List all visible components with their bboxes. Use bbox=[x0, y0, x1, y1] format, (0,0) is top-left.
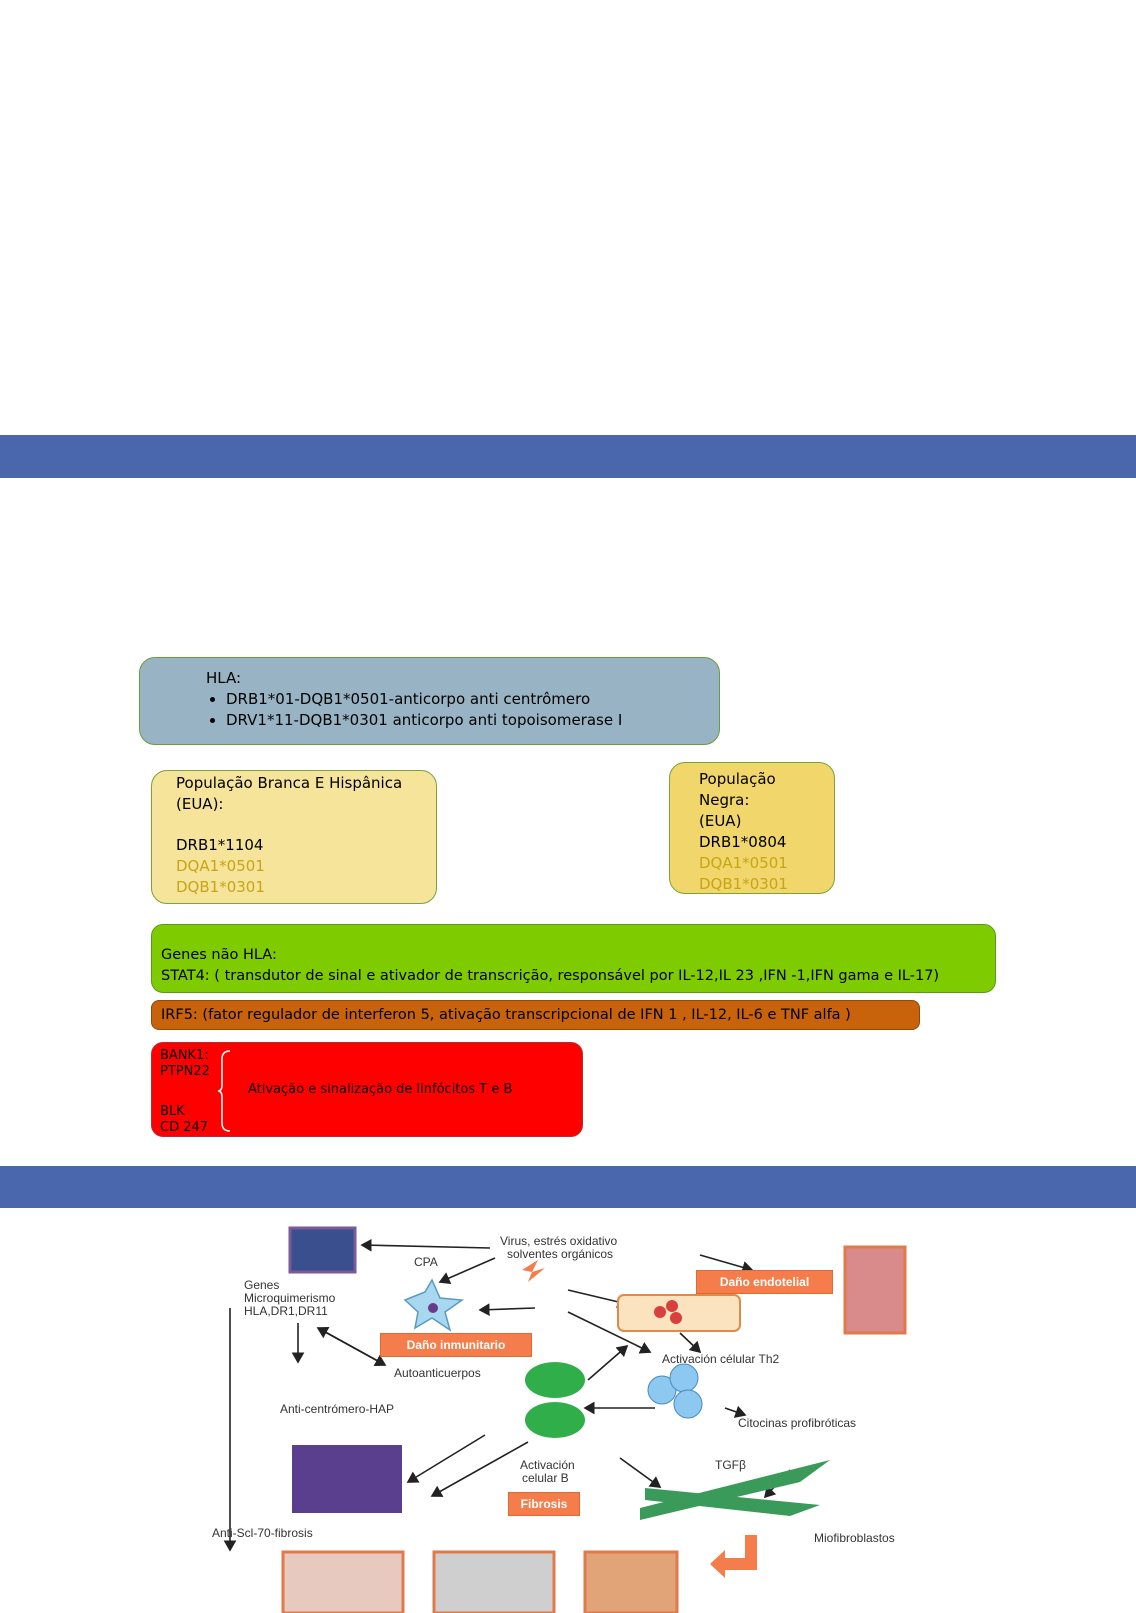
anti-scl70-label: Anti-Scl-70-fibrosis bbox=[212, 1526, 313, 1540]
hla-bullet-2: DRV1*11-DQB1*0301 anticorpo anti topoiso… bbox=[226, 710, 719, 731]
white-pop-allele-drb1: DRB1*1104 bbox=[176, 835, 436, 856]
tissue-image-right bbox=[845, 1247, 905, 1333]
cpa-label: CPA bbox=[414, 1255, 438, 1269]
tgf-label: TGFβ bbox=[715, 1458, 746, 1472]
anti-centromero-label: Anti-centrómero-HAP bbox=[280, 1402, 394, 1416]
purple-tissue-image bbox=[292, 1445, 402, 1513]
irf5-text: IRF5: (fator regulador de interferon 5, … bbox=[161, 1007, 851, 1023]
genes-label-1: Genes bbox=[244, 1278, 279, 1292]
citocinas-label: Citocinas profibróticas bbox=[738, 1416, 856, 1430]
genes-label-2: Microquimerismo bbox=[244, 1291, 335, 1305]
gene-cd247: CD 247 bbox=[160, 1120, 208, 1136]
lymphocyte-activation-text: Ativação e sinalização de linfócitos T e… bbox=[248, 1082, 512, 1098]
black-pop-line1: População bbox=[699, 769, 834, 790]
th2-cell-2 bbox=[670, 1364, 698, 1392]
black-pop-allele-dqb1: DQB1*0301 bbox=[699, 874, 834, 895]
stat4-text: STAT4: ( transdutor de sinal e ativador … bbox=[161, 966, 995, 987]
section-band-bottom bbox=[0, 1166, 1136, 1208]
th2-cell-3 bbox=[674, 1390, 702, 1418]
activacion-b-label-2: celular B bbox=[522, 1471, 569, 1485]
activacion-th2-label: Activación célular Th2 bbox=[662, 1352, 779, 1366]
miofibroblastos-label: Miofibroblastos bbox=[814, 1531, 895, 1545]
non-hla-title: Genes não HLA: bbox=[161, 945, 995, 966]
lung-image bbox=[434, 1552, 554, 1613]
dano-inmunitario-label: Daño inmunitario bbox=[380, 1333, 532, 1357]
b-cell-1 bbox=[525, 1362, 585, 1398]
pathogenesis-figure: Virus, estrés oxidativo solventes orgáni… bbox=[200, 1220, 940, 1613]
activacion-b-label-1: Activación bbox=[520, 1458, 575, 1472]
autoanticuerpos-label: Autoanticuerpos bbox=[394, 1366, 481, 1380]
hla-title: HLA: bbox=[206, 668, 719, 689]
black-pop-allele-drb1: DRB1*0804 bbox=[699, 832, 834, 853]
hla-box: HLA: DRB1*01-DQB1*0501-anticorpo anti ce… bbox=[139, 657, 720, 745]
black-pop-line2: Negra: bbox=[699, 790, 834, 811]
orange-return-arrow bbox=[710, 1535, 757, 1578]
virus-label-2: solventes orgánicos bbox=[507, 1247, 613, 1261]
black-pop-allele-dqa1: DQA1*0501 bbox=[699, 853, 834, 874]
microscopy-image-top bbox=[290, 1228, 355, 1272]
virus-label-1: Virus, estrés oxidativo bbox=[500, 1234, 617, 1248]
gene-blk: BLK bbox=[160, 1104, 185, 1120]
dano-endotelial-label: Daño endotelial bbox=[696, 1270, 833, 1294]
histology-image-1 bbox=[283, 1552, 403, 1613]
black-pop-line3: (EUA) bbox=[699, 811, 834, 832]
hla-bullet-list: DRB1*01-DQB1*0501-anticorpo anti centrôm… bbox=[206, 689, 719, 731]
section-band-top bbox=[0, 435, 1136, 478]
white-pop-allele-dqa1: DQA1*0501 bbox=[176, 856, 436, 877]
genes-label-3: HLA,DR1,DR11 bbox=[244, 1304, 328, 1318]
hla-bullet-1: DRB1*01-DQB1*0501-anticorpo anti centrôm… bbox=[226, 689, 719, 710]
non-hla-genes-box: Genes não HLA: STAT4: ( transdutor de si… bbox=[151, 924, 996, 993]
lightning-icon bbox=[522, 1260, 545, 1282]
b-cell-2 bbox=[525, 1402, 585, 1438]
irf5-box: IRF5: (fator regulador de interferon 5, … bbox=[151, 1000, 920, 1030]
white-pop-allele-dqb1: DQB1*0301 bbox=[176, 877, 436, 898]
white-pop-title: População Branca E Hispânica (EUA): bbox=[176, 773, 416, 815]
lymphocyte-genes-box: BANK1: PTPN22 BLK CD 247 Ativação e sina… bbox=[151, 1042, 583, 1137]
gene-ptpn22: PTPN22 bbox=[160, 1064, 210, 1080]
hand-image bbox=[585, 1552, 677, 1613]
white-hispanic-population-box: População Branca E Hispânica (EUA): DRB1… bbox=[151, 770, 437, 904]
fibrosis-label: Fibrosis bbox=[508, 1492, 580, 1516]
black-population-box: População Negra: (EUA) DRB1*0804 DQA1*05… bbox=[669, 762, 835, 894]
gene-bank1: BANK1: bbox=[160, 1048, 209, 1064]
curly-brace-icon bbox=[218, 1049, 232, 1133]
